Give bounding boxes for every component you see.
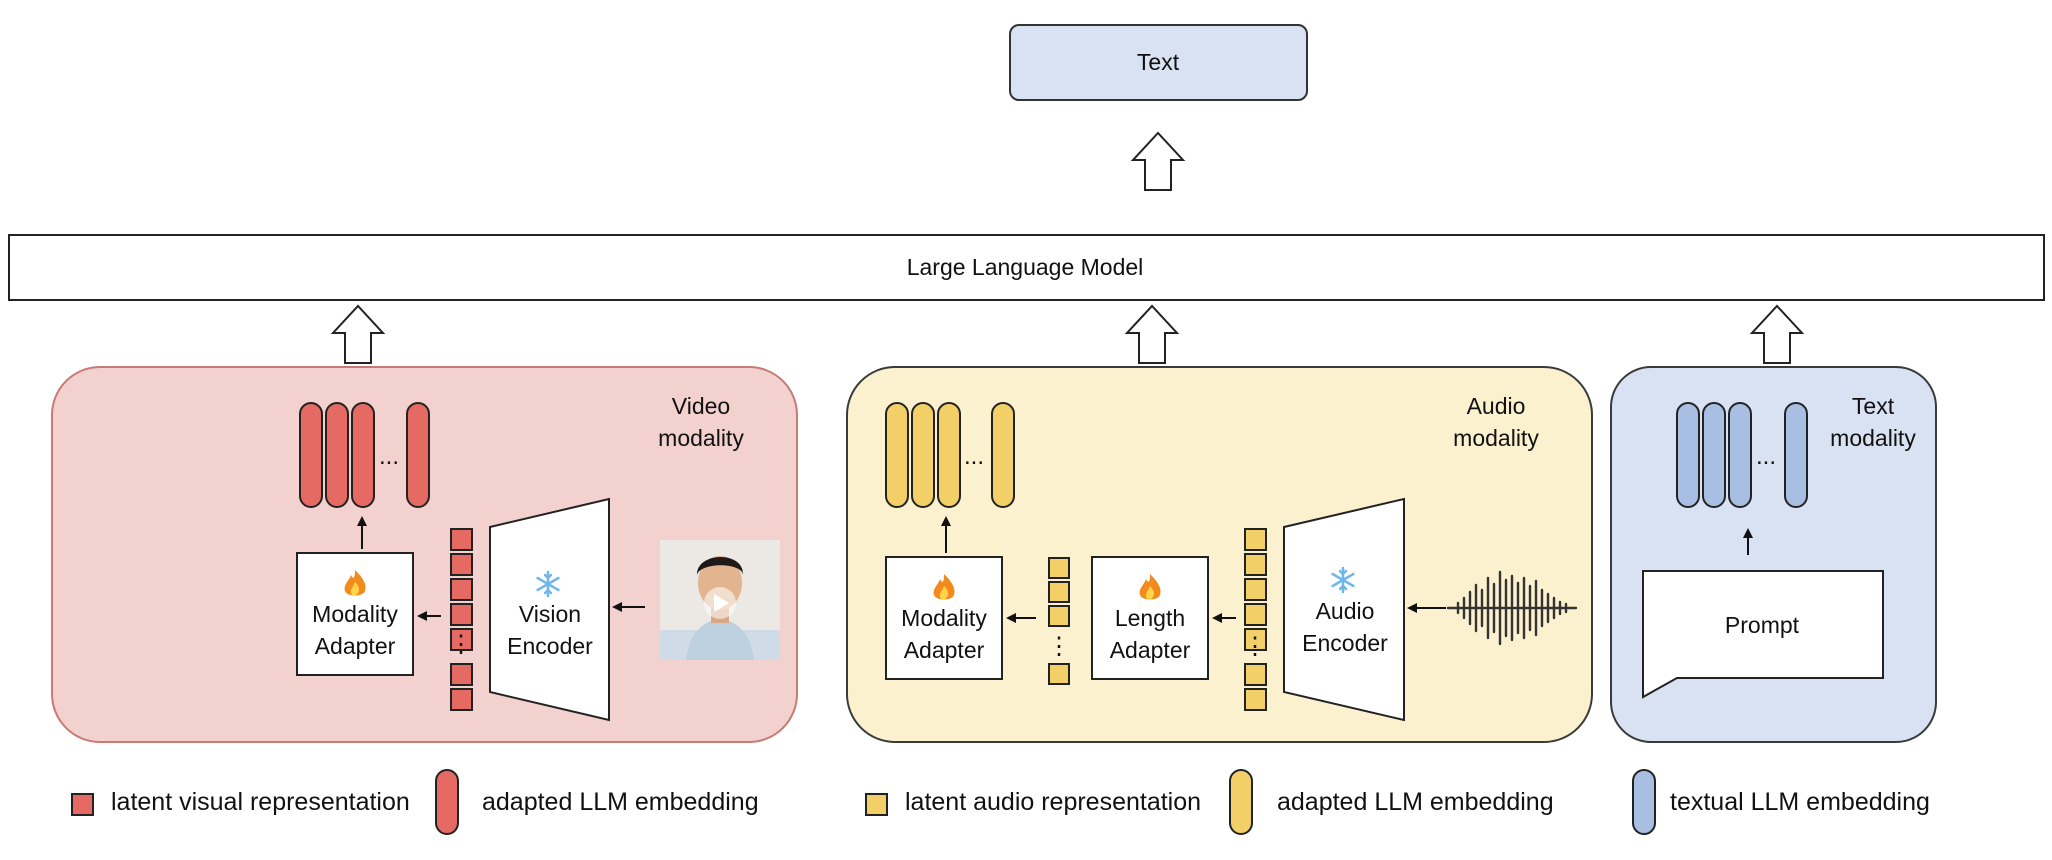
audio-adapted-embeddings: ... — [885, 402, 1015, 508]
fire-icon — [933, 574, 955, 600]
audio-latent-token — [1244, 603, 1267, 626]
video-modality-title-line2: modality — [658, 425, 744, 451]
fire-icon — [1139, 574, 1161, 600]
video-embedding-token — [406, 402, 430, 508]
audio-latent-token — [1244, 553, 1267, 576]
output-text-label: Text — [1137, 49, 1180, 75]
legend-latent-visual-label: latent visual representation — [111, 788, 410, 816]
output-text-box — [1009, 24, 1308, 101]
audio-reduced-vdots: ⋮ — [1047, 633, 1071, 660]
audio-encoder-label-line1: Audio — [1316, 598, 1375, 624]
audio-embedding-token — [991, 402, 1015, 508]
audio-embedding-ellipsis: ... — [964, 443, 984, 470]
video-adapter-label-line1: Modality — [312, 601, 398, 627]
audio-latent-token — [1244, 528, 1267, 551]
legend-adapted-video-label: adapted LLM embedding — [482, 788, 759, 816]
video-latent-token — [450, 578, 473, 601]
llm-to-text-arrow — [1130, 131, 1186, 191]
audio-modality-title-line1: Audio — [1467, 393, 1526, 419]
vision-encoder-shape — [489, 497, 610, 722]
video-latent-token — [450, 603, 473, 626]
audio-reduced-latent-token — [1048, 557, 1070, 579]
length-adapter-label-line2: Adapter — [1110, 637, 1191, 663]
audio-to-llm-arrow — [1124, 304, 1180, 364]
audio-embedding-token — [911, 402, 935, 508]
audio-latent-token — [1244, 688, 1267, 711]
audio-adapter-label-line2: Adapter — [904, 637, 985, 663]
legend-textual-label: textual LLM embedding — [1670, 788, 1930, 816]
audio-reduced-latent-token — [1048, 581, 1070, 603]
video-thumbnail-icon — [660, 540, 780, 660]
text-modality-title-line2: modality — [1830, 425, 1916, 451]
text-embedding-token — [1676, 402, 1700, 508]
textual-embeddings: ... — [1676, 402, 1808, 508]
fire-icon — [344, 570, 366, 596]
text-modality-panel: Text modality ... Prompt — [1610, 366, 1937, 743]
prompt-label: Prompt — [1725, 612, 1800, 638]
video-latent-tokens: ⋮ — [449, 528, 473, 711]
legend-latent-visual-swatch — [71, 793, 94, 816]
video-latent-token — [450, 688, 473, 711]
audio-latent-token — [1244, 663, 1267, 686]
video-adapted-embeddings: ... — [299, 402, 430, 508]
llm-label: Large Language Model — [907, 254, 1144, 280]
audio-reduced-latent-tokens: ⋮ — [1047, 557, 1071, 685]
audio-encoder-shape — [1283, 497, 1405, 722]
video-latent-token — [450, 528, 473, 551]
audio-adapter-label-line1: Modality — [901, 605, 987, 631]
text-embedding-ellipsis: ... — [1756, 443, 1776, 470]
text-embedding-token — [1728, 402, 1752, 508]
vision-encoder-label-line1: Vision — [519, 601, 581, 627]
video-modality-title-line1: Video — [672, 393, 730, 419]
audio-waveform-icon — [1446, 570, 1578, 646]
text-embedding-token — [1702, 402, 1726, 508]
snowflake-icon — [536, 570, 560, 598]
video-latent-vdots: ⋮ — [449, 631, 473, 658]
legend-latent-audio-swatch — [865, 793, 888, 816]
text-modality-title-line1: Text — [1852, 393, 1895, 419]
video-latent-token — [450, 628, 473, 651]
legend-adapted-audio-label: adapted LLM embedding — [1277, 788, 1554, 816]
legend-adapted-audio-swatch — [1229, 769, 1253, 835]
audio-latent-token — [1244, 578, 1267, 601]
vision-encoder-label-line2: Encoder — [507, 633, 593, 659]
text-to-llm-arrow — [1749, 304, 1805, 364]
snowflake-icon — [1331, 566, 1355, 594]
video-modality-panel: Video modality ... Modality Adapter ⋮ — [51, 366, 798, 743]
audio-reduced-latent-token — [1048, 605, 1070, 627]
audio-reduced-latent-token — [1048, 663, 1070, 685]
audio-modality-title-line2: modality — [1453, 425, 1539, 451]
prompt-bubble — [1642, 570, 1884, 699]
llm-box — [8, 234, 2045, 301]
audio-latent-token — [1244, 628, 1267, 651]
video-embedding-ellipsis: ... — [379, 443, 399, 470]
legend-latent-audio-label: latent audio representation — [905, 788, 1201, 816]
video-adapter-label-line2: Adapter — [315, 633, 396, 659]
video-embedding-token — [325, 402, 349, 508]
video-embedding-token — [299, 402, 323, 508]
audio-encoder-label-line2: Encoder — [1302, 630, 1388, 656]
legend-textual-swatch — [1632, 769, 1656, 835]
video-latent-token — [450, 663, 473, 686]
legend: latent visual representation adapted LLM… — [71, 769, 1930, 835]
audio-latent-tokens: ⋮ — [1243, 528, 1267, 711]
audio-modality-panel: Audio modality ... Modality Adapter ⋮ — [846, 366, 1593, 743]
video-latent-token — [450, 553, 473, 576]
video-embedding-token — [351, 402, 375, 508]
audio-embedding-token — [937, 402, 961, 508]
text-embedding-token — [1784, 402, 1808, 508]
video-to-llm-arrow — [330, 304, 386, 364]
length-adapter-label-line1: Length — [1115, 605, 1185, 631]
audio-latent-vdots: ⋮ — [1243, 633, 1267, 660]
legend-adapted-video-swatch — [435, 769, 459, 835]
audio-embedding-token — [885, 402, 909, 508]
